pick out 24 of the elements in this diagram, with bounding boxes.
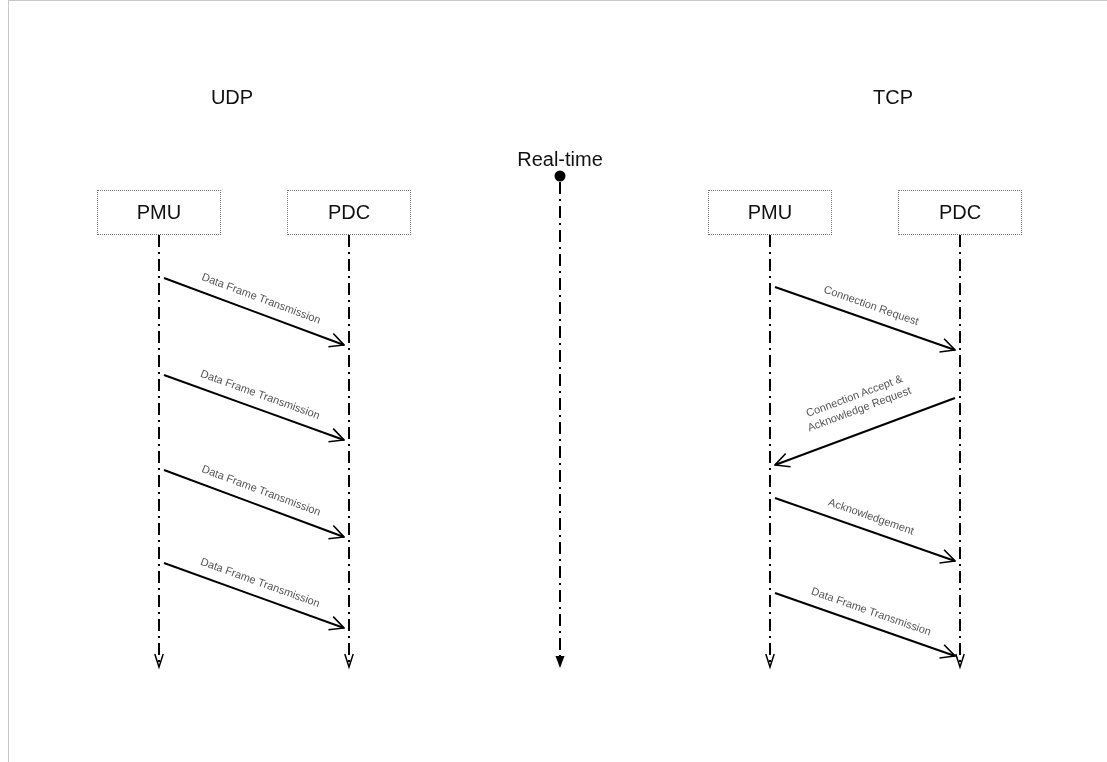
actor-label: PMU (136, 201, 182, 224)
actor-label: PMU (747, 201, 793, 224)
lifeline-arrow (765, 235, 775, 668)
message-arrow (774, 497, 956, 564)
actor-label: PDC (327, 201, 371, 224)
actor-box (97, 190, 221, 235)
timeline-label: Real-time (500, 146, 620, 172)
timeline-arrow (555, 170, 565, 668)
message-arrow (774, 397, 956, 468)
message-arrow (163, 277, 345, 348)
message-arrow (163, 374, 345, 443)
actor-box (287, 190, 411, 235)
message-arrow (163, 562, 345, 631)
actor-label: PDC (938, 201, 982, 224)
message-arrow (774, 592, 956, 659)
lifeline-arrow (955, 235, 965, 668)
lifeline-arrow (344, 235, 354, 668)
lifeline-arrow (154, 235, 164, 668)
protocol-heading: UDP (210, 86, 254, 109)
message-arrow (163, 469, 345, 540)
message-arrow (774, 286, 956, 353)
actor-box (898, 190, 1022, 235)
protocol-heading: TCP (873, 86, 913, 109)
actor-box (708, 190, 832, 235)
